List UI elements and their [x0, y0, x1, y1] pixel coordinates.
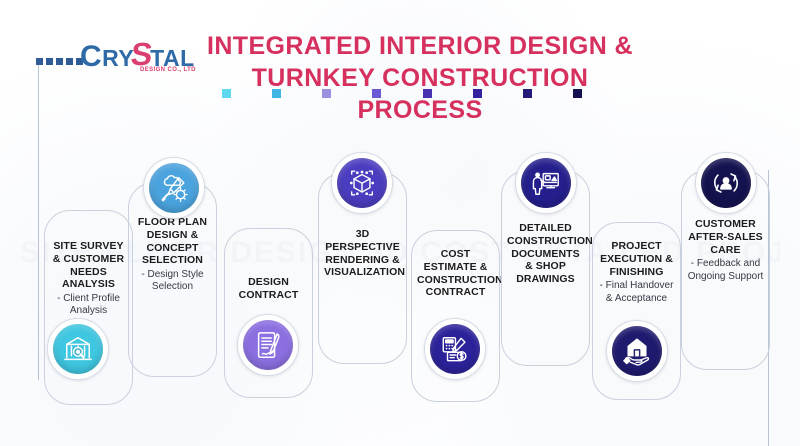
logo-subtitle: DESIGN CO., LTD	[140, 67, 196, 73]
step-subtitle-1: - Client Profile Analysis	[57, 293, 120, 317]
step-node-7[interactable]	[606, 320, 668, 382]
step-card-1[interactable]	[44, 210, 133, 405]
contract-signature-icon	[243, 320, 293, 370]
step-text-7: PROJECT EXECUTION & FINISHING- Final Han…	[592, 240, 681, 305]
step-node-6[interactable]	[515, 152, 577, 214]
step-text-4: 3D PERSPECTIVE RENDERING & VISUALIZATION	[318, 228, 407, 279]
left-rail	[38, 62, 39, 380]
step-title-1: SITE SURVEY & CUSTOMER NEEDS ANALYSIS	[52, 240, 125, 291]
gradient-square-divider	[222, 89, 582, 98]
step-node-5[interactable]	[424, 318, 486, 380]
divider-square-6	[472, 89, 482, 98]
divider-square-4	[372, 89, 382, 98]
divider-square-2	[272, 89, 282, 98]
step-text-1: SITE SURVEY & CUSTOMER NEEDS ANALYSIS- C…	[44, 240, 133, 318]
step-text-2: FLOOR PLAN DESIGN & CONCEPT SELECTION- D…	[128, 216, 217, 294]
step-subtitle-7: - Final Handover & Acceptance	[599, 280, 674, 304]
step-card-5[interactable]	[411, 230, 500, 402]
title-line-1: INTEGRATED INTERIOR DESIGN &	[206, 32, 634, 60]
step-node-8[interactable]	[695, 152, 757, 214]
logo-initial: C	[80, 40, 103, 73]
cube-3d-icon	[337, 158, 387, 208]
logo-word-part1: RY	[102, 45, 135, 71]
logo-stylized-s: S	[129, 36, 155, 72]
step-node-1[interactable]	[47, 318, 109, 380]
step-title-5: COST ESTIMATE & CONSTRUCTION CONTRACT	[417, 248, 503, 299]
step-title-3: DESIGN CONTRACT	[238, 276, 299, 301]
right-rail	[768, 170, 769, 446]
step-title-6: DETAILED CONSTRUCTION DOCUMENTS & SHOP D…	[507, 222, 593, 286]
step-text-3: DESIGN CONTRACT	[224, 276, 313, 302]
step-title-4: 3D PERSPECTIVE RENDERING & VISUALIZATION	[324, 228, 406, 279]
divider-square-3	[322, 89, 332, 98]
hand-house-icon	[612, 326, 662, 376]
logo-dots-icon	[36, 58, 83, 65]
step-node-3[interactable]	[237, 314, 299, 376]
step-title-2: FLOOR PLAN DESIGN & CONCEPT SELECTION	[137, 216, 208, 267]
step-text-5: COST ESTIMATE & CONSTRUCTION CONTRACT	[411, 248, 503, 299]
step-text-8: CUSTOMER AFTER-SALES CARE- Feedback and …	[681, 218, 770, 283]
bank-magnifier-icon	[53, 324, 103, 374]
step-node-4[interactable]	[331, 152, 393, 214]
divider-square-8	[572, 89, 582, 98]
logo-word-part2: TAL	[150, 45, 195, 71]
divider-square-7	[522, 89, 532, 98]
step-subtitle-2: - Design Style Selection	[141, 269, 204, 293]
calculator-estimate-icon	[430, 324, 480, 374]
company-logo: CRYSTAL S DESIGN CO., LTD	[36, 36, 216, 82]
drafting-tools-icon	[149, 163, 199, 213]
customer-support-icon	[701, 158, 751, 208]
step-subtitle-8: - Feedback and Ongoing Support	[687, 258, 764, 282]
page-title: INTEGRATED INTERIOR DESIGN & TURNKEY CON…	[190, 30, 650, 126]
step-card-3[interactable]	[224, 228, 313, 398]
step-text-6: DETAILED CONSTRUCTION DOCUMENTS & SHOP D…	[501, 222, 593, 286]
divider-square-5	[422, 89, 432, 98]
step-title-8: CUSTOMER AFTER-SALES CARE	[688, 218, 763, 256]
divider-square-1	[222, 89, 231, 98]
presentation-board-icon	[521, 158, 571, 208]
title-line-2: TURNKEY CONSTRUCTION PROCESS	[251, 64, 589, 124]
step-card-7[interactable]	[592, 222, 681, 400]
step-node-2[interactable]	[143, 157, 205, 219]
logo-wordmark: CRYSTAL	[80, 42, 195, 72]
step-title-7: PROJECT EXECUTION & FINISHING	[600, 240, 673, 278]
